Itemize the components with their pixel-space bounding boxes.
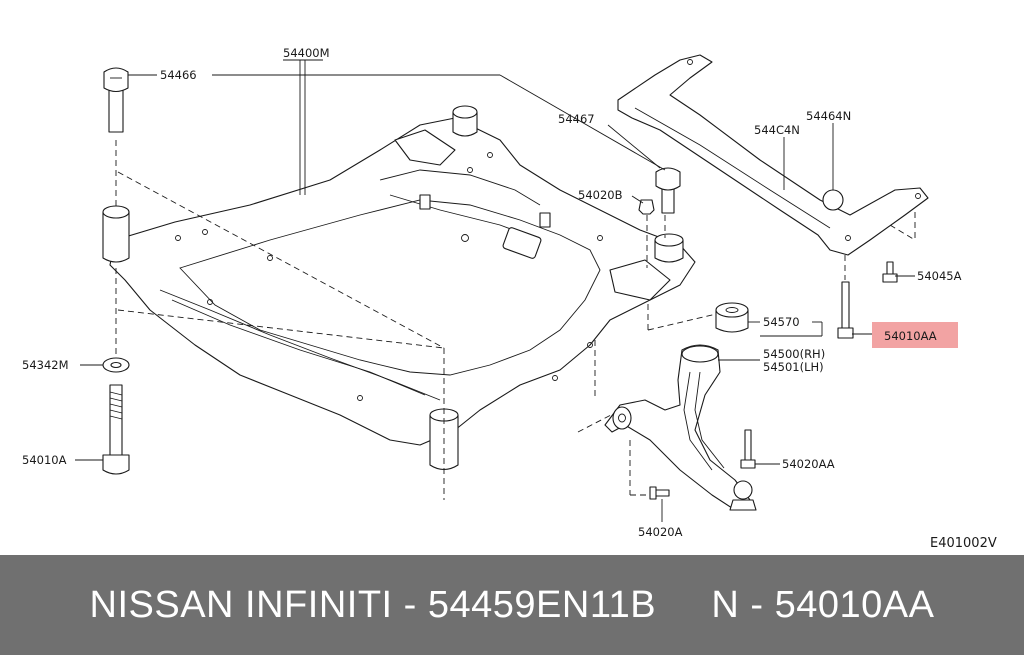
label-54020AA: 54020AA bbox=[782, 457, 835, 471]
label-54570: 54570 bbox=[763, 315, 800, 329]
washer-54342M bbox=[102, 357, 130, 373]
bolt-54010A bbox=[102, 384, 130, 475]
label-54464N: 54464N bbox=[806, 109, 851, 123]
bolt-54045A bbox=[882, 261, 898, 283]
bushing-54570 bbox=[715, 302, 749, 333]
label-54010A: 54010A bbox=[22, 453, 67, 467]
subframe-mount-rear-right bbox=[452, 105, 478, 137]
stabilizer-bushing bbox=[822, 189, 844, 211]
diagram-code: E401002V bbox=[930, 536, 997, 551]
label-54400M: 54400M bbox=[283, 46, 330, 60]
stabilizer-bar bbox=[617, 54, 929, 256]
footer-part-numbers: NISSAN INFINITI - 54459EN11B N - 54010AA bbox=[89, 583, 935, 626]
subframe-mount-front-right bbox=[654, 233, 684, 263]
bolt-54010AA bbox=[837, 281, 854, 339]
label-54342M: 54342M bbox=[22, 358, 69, 372]
bolt-54020AA bbox=[740, 429, 756, 469]
label-54500-rh: 54500(RH) bbox=[763, 347, 825, 361]
label-54045A: 54045A bbox=[917, 269, 962, 283]
assembly-dashed-lines bbox=[115, 140, 916, 500]
bolt-54020A bbox=[649, 486, 670, 500]
subframe-mount-rear-left bbox=[102, 205, 130, 263]
bolt-54467 bbox=[655, 167, 681, 214]
part-number-footer: NISSAN INFINITI - 54459EN11B N - 54010AA bbox=[0, 555, 1024, 655]
highlight-box-54010AA bbox=[872, 322, 958, 348]
part-labels: 54400M 54466 54467 544C4N 54464N 54020B … bbox=[22, 46, 997, 551]
label-54010AA: 54010AA bbox=[884, 329, 937, 343]
front-suspension-parts-diagram: 54400M 54466 54467 544C4N 54464N 54020B … bbox=[22, 46, 997, 551]
parts-diagram-area: 54400M 54466 54467 544C4N 54464N 54020B … bbox=[22, 46, 997, 551]
label-54466: 54466 bbox=[160, 68, 197, 82]
label-54020A: 54020A bbox=[638, 525, 683, 539]
label-54501-lh: 54501(LH) bbox=[763, 360, 824, 374]
label-544C4N: 544C4N bbox=[754, 123, 800, 137]
bolt-54466 bbox=[103, 67, 129, 133]
leader-lines bbox=[75, 59, 915, 522]
front-subframe bbox=[109, 117, 696, 446]
label-54467: 54467 bbox=[558, 112, 595, 126]
lower-control-arm bbox=[604, 344, 757, 511]
nut-54020B bbox=[638, 199, 655, 215]
label-54020B: 54020B bbox=[578, 188, 623, 202]
